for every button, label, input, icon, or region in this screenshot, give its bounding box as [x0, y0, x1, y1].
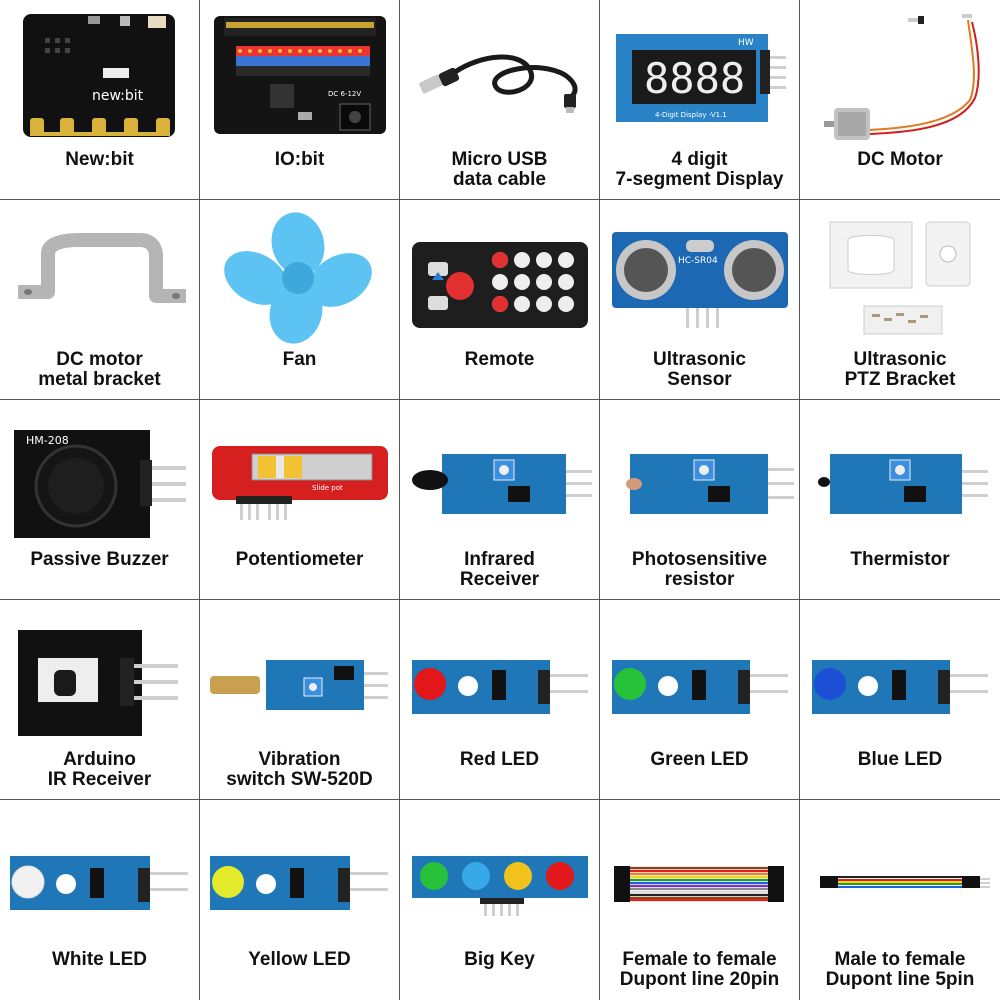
arduino-ir-image	[0, 600, 199, 745]
dc-motor-label: DC Motor	[857, 149, 943, 170]
big-key-image	[400, 800, 599, 945]
potentiometer-image: Slide pot	[200, 400, 399, 545]
vibration-label: Vibration switch SW-520D	[226, 749, 373, 790]
ultrasonic-board-text: HC-SR04	[678, 256, 718, 266]
cell-potentiometer: Slide pot Potentiometer	[200, 400, 400, 600]
yellow-led-label: Yellow LED	[248, 949, 351, 970]
cell-motor-bracket: DC motor metal bracket	[0, 200, 200, 400]
yellow-led-image	[200, 800, 399, 945]
cell-fan: Fan	[200, 200, 400, 400]
cell-seg-display: 8888 HW 4-Digit Display -V1.1 4 digit 7-…	[600, 0, 800, 200]
cell-red-led: Red LED	[400, 600, 600, 800]
fan-image	[200, 200, 399, 345]
photoresistor-label: Photosensitive resistor	[631, 549, 768, 590]
cell-blue-led: Blue LED	[800, 600, 1000, 800]
cell-vibration: Vibration switch SW-520D	[200, 600, 400, 800]
seg-board-text: 4-Digit Display -V1.1	[655, 111, 727, 119]
cell-ptz-bracket: Ultrasonic PTZ Bracket	[800, 200, 1000, 400]
ff-dupont-label: Female to female Dupont line 20pin	[619, 949, 780, 990]
buzzer-label: Passive Buzzer	[30, 549, 169, 570]
cell-yellow-led: Yellow LED	[200, 800, 400, 1000]
white-led-label: White LED	[52, 949, 147, 970]
cell-dc-motor: DC Motor	[800, 0, 1000, 200]
newbit-label: New:bit	[65, 149, 134, 170]
cell-ultrasonic: HC-SR04 Ultrasonic Sensor	[600, 200, 800, 400]
ff-dupont-image	[600, 800, 799, 945]
ir-receiver-image	[400, 400, 599, 545]
vibration-image	[200, 600, 399, 745]
seg-display-label: 4 digit 7-segment Display	[615, 149, 784, 190]
usb-cable-label: Micro USB data cable	[451, 149, 548, 190]
cell-mf-dupont: Male to female Dupont line 5pin	[800, 800, 1000, 1000]
usb-cable-image	[400, 0, 599, 145]
cell-green-led: Green LED	[600, 600, 800, 800]
newbit-image: new:bit	[0, 0, 199, 145]
seg-display-image: 8888 HW 4-Digit Display -V1.1	[600, 0, 799, 145]
ultrasonic-label: Ultrasonic Sensor	[653, 349, 746, 390]
cell-white-led: White LED	[0, 800, 200, 1000]
cell-usb-cable: Micro USB data cable	[400, 0, 600, 200]
ir-receiver-label: Infrared Receiver	[459, 549, 540, 590]
ultrasonic-image: HC-SR04	[600, 200, 799, 345]
photoresistor-image	[600, 400, 799, 545]
ptz-bracket-label: Ultrasonic PTZ Bracket	[844, 349, 956, 390]
cell-buzzer: HM-208 Passive Buzzer	[0, 400, 200, 600]
cell-arduino-ir: Arduino IR Receiver	[0, 600, 200, 800]
cell-remote: Remote	[400, 200, 600, 400]
mf-dupont-image	[800, 800, 1000, 945]
thermistor-label: Thermistor	[850, 549, 950, 570]
dc-motor-image	[800, 0, 1000, 145]
motor-bracket-label: DC motor metal bracket	[38, 349, 161, 390]
seg-brand: HW	[738, 38, 754, 48]
seg-digits: 8888	[644, 54, 745, 103]
blue-led-label: Blue LED	[857, 749, 943, 770]
cell-ff-dupont: Female to female Dupont line 20pin	[600, 800, 800, 1000]
remote-image	[400, 200, 599, 345]
big-key-label: Big Key	[464, 949, 535, 970]
iobit-label: IO:bit	[274, 149, 325, 170]
motor-bracket-image	[0, 200, 199, 345]
red-led-image	[400, 600, 599, 745]
ptz-bracket-image	[800, 200, 1000, 345]
red-led-label: Red LED	[459, 749, 540, 770]
buzzer-image: HM-208	[0, 400, 199, 545]
mf-dupont-label: Male to female Dupont line 5pin	[825, 949, 975, 990]
blue-led-image	[800, 600, 1000, 745]
thermistor-image	[800, 400, 1000, 545]
iobit-board-text: DC 6-12V	[328, 90, 361, 98]
remote-label: Remote	[464, 349, 535, 370]
cell-photoresistor: Photosensitive resistor	[600, 400, 800, 600]
fan-label: Fan	[282, 349, 317, 370]
pot-board-text: Slide pot	[312, 484, 343, 492]
cell-iobit: DC 6-12V IO:bit	[200, 0, 400, 200]
green-led-label: Green LED	[650, 749, 749, 770]
arduino-ir-label: Arduino IR Receiver	[47, 749, 152, 790]
white-led-image	[0, 800, 199, 945]
iobit-image: DC 6-12V	[200, 0, 399, 145]
cell-big-key: Big Key	[400, 800, 600, 1000]
green-led-image	[600, 600, 799, 745]
newbit-board-text: new:bit	[92, 88, 144, 104]
cell-thermistor: Thermistor	[800, 400, 1000, 600]
cell-newbit: new:bit New:bit	[0, 0, 200, 200]
cell-ir-receiver: Infrared Receiver	[400, 400, 600, 600]
buzzer-board-text: HM-208	[26, 434, 69, 447]
potentiometer-label: Potentiometer	[235, 549, 364, 570]
